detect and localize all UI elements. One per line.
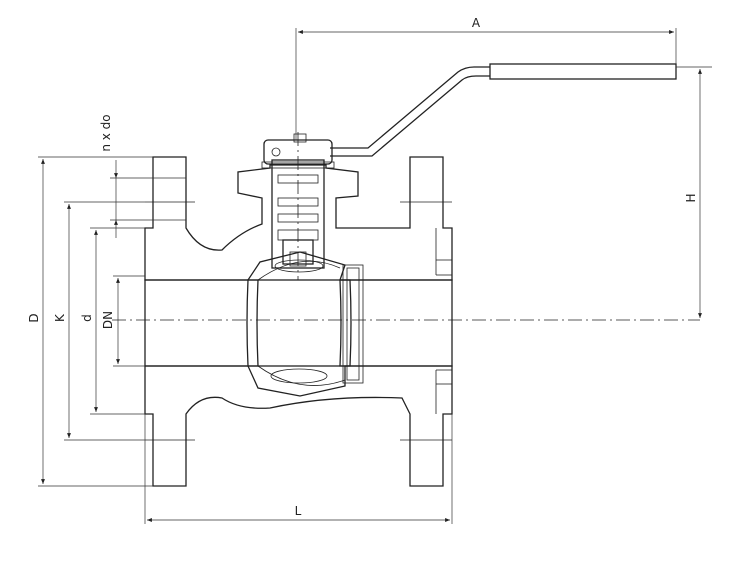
label-k: K (53, 313, 67, 322)
dimension-dn: DN (101, 275, 145, 367)
dimension-a: A (295, 16, 677, 140)
dimension-l: L (144, 414, 453, 524)
lever-handle (330, 63, 677, 157)
label-h: H (684, 193, 698, 202)
valve-body-upper (144, 156, 453, 281)
label-a: A (472, 16, 481, 30)
dimension-bolt-holes: n x do (99, 114, 186, 238)
dimension-d-outer: D (27, 156, 153, 487)
label-dn: DN (101, 311, 115, 329)
label-bolt-holes: n x do (99, 114, 113, 151)
dimension-h: H (676, 66, 712, 318)
end-insert (342, 228, 452, 414)
label-d-raised-face: d (80, 314, 94, 322)
label-l: L (295, 504, 302, 518)
valve-body-lower (144, 365, 453, 487)
centre-lines (112, 132, 700, 441)
dimension-k: K (53, 201, 145, 441)
dimension-d-raised-face: d (80, 227, 145, 415)
label-d-outer: D (27, 313, 41, 322)
ball (144, 259, 453, 386)
